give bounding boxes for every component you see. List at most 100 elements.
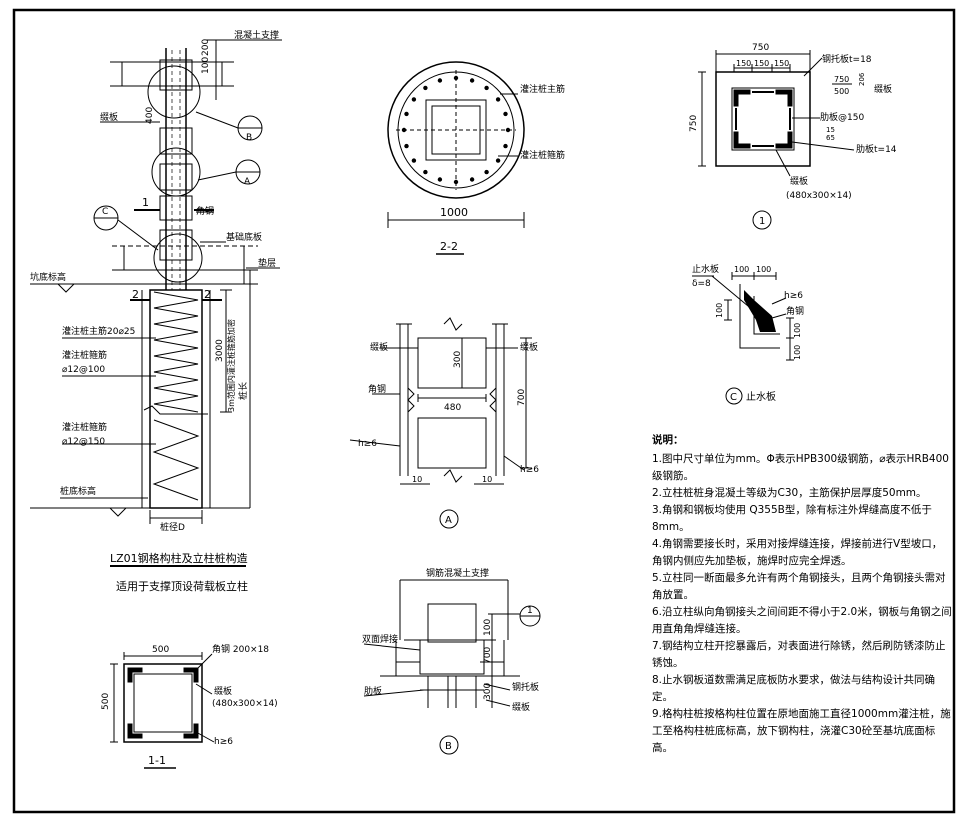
rebar-dot xyxy=(437,177,443,182)
dim-400: 400 xyxy=(145,107,155,124)
db-batten: 缀板 xyxy=(512,701,530,713)
section-1-1 xyxy=(110,652,215,769)
rebar-dot xyxy=(411,97,417,102)
detail-b xyxy=(363,579,541,755)
detail-a-text: 缀板 缀板 角钢 300 480 700 h≥6 h≥6 10 10 A xyxy=(358,341,539,526)
section-mark-2-left: 2 xyxy=(132,288,139,301)
da-dim-10b: 10 xyxy=(482,475,492,484)
dc-plate-t: δ=8 xyxy=(692,279,711,289)
da-title: A xyxy=(445,515,452,526)
label-stirrup-sparse: 灌注桩箍筋 xyxy=(62,421,107,433)
d1-dim-15: 15 xyxy=(826,126,835,134)
db-double-weld: 双面焊接 xyxy=(362,633,398,645)
db-title: B xyxy=(445,741,452,752)
db-callout: 1 xyxy=(527,606,533,616)
s11-weld: h≥6 xyxy=(214,737,233,747)
da-dim-480: 480 xyxy=(444,403,461,413)
note-item: 6.沿立柱纵向角钢接头之间间距不得小于2.0米，钢板与角钢之间用直角角焊缝连接。 xyxy=(652,606,952,635)
detail-c-text: 止水板 δ=8 100 100 h≥6 100 角钢 100 100 C 止水板 xyxy=(692,263,804,403)
label-angle-steel: 角钢 xyxy=(196,205,214,217)
da-dim-10a: 10 xyxy=(412,475,422,484)
column-elevation xyxy=(30,39,282,567)
rebar-dot xyxy=(495,158,501,163)
rebar-dot xyxy=(469,177,475,182)
dim-3000: 3000 xyxy=(215,339,225,362)
dc-plate: 止水板 xyxy=(692,263,719,275)
note-item: 7.钢结构立柱开挖暴露后，对表面进行除锈，然后刷防锈漆防止锈蚀。 xyxy=(652,640,946,669)
s22-stirrup: 灌注桩箍筋 xyxy=(520,149,565,161)
detail-1 xyxy=(698,50,855,230)
db-bracket: 钢托板 xyxy=(512,681,539,693)
label-stirrup-dense: 灌注桩箍筋 xyxy=(62,349,107,361)
callout-a: A xyxy=(244,177,251,187)
da-dim-300: 300 xyxy=(453,351,463,368)
dc-dim-100d: 100 xyxy=(793,323,802,338)
d1-title: 1 xyxy=(759,216,765,227)
d1-dim-150c: 150 xyxy=(774,59,789,68)
da-batten-left: 缀板 xyxy=(370,341,388,353)
da-dim-700: 700 xyxy=(517,389,527,406)
column-elevation-text: 混凝土支撑 100 200 缀板 400 B A C 1 角钢 基础底板 坑底标… xyxy=(30,29,279,593)
label-pile-length: 桩长 xyxy=(237,382,249,400)
db-rib: 肋板 xyxy=(364,685,382,697)
rebar-dot xyxy=(423,85,428,91)
dc-dim-100e: 100 xyxy=(793,345,802,360)
rebar-dot xyxy=(495,97,501,102)
note-item: 2.立柱桩桩身混凝土等级为C30，主筋保护层厚度50mm。 xyxy=(652,487,927,499)
detail-a xyxy=(349,317,532,529)
db-dim-300: 300 xyxy=(483,683,493,700)
d1-dim-65: 65 xyxy=(826,134,835,142)
label-pile-bottom: 桩底标高 xyxy=(60,485,96,497)
note-item: 3.角钢和钢板均使用 Q355B型，除有标注外焊缝高度不低于8mm。 xyxy=(652,504,932,533)
label-concrete-brace: 混凝土支撑 xyxy=(234,29,279,41)
detail-c xyxy=(692,272,794,405)
note-item: 1.图中尺寸单位为mm。Φ表示HPB300级钢筋，⌀表示HRB400级钢筋。 xyxy=(652,453,949,482)
section-2-2 xyxy=(387,61,525,255)
dc-angle: 角钢 xyxy=(786,305,804,317)
s11-angle: 角钢 200×18 xyxy=(212,643,269,655)
note-item: 4.角钢需要接长时，采用对接焊缝连接，焊接前进行V型坡口，角钢内侧应先加垫板，施… xyxy=(652,538,943,567)
d1-dim-750h: 750 xyxy=(689,115,699,132)
detail-1-text: 750 150 150 150 钢托板t=18 750 500 206 缀板 肋… xyxy=(689,43,897,227)
da-angle: 角钢 xyxy=(368,383,386,395)
rebar-dot xyxy=(484,169,489,175)
da-weld-right: h≥6 xyxy=(520,465,539,475)
da-weld-left: h≥6 xyxy=(358,439,377,449)
rebar-dot xyxy=(503,111,508,117)
value-stirrup-sparse: ⌀12@150 xyxy=(62,437,105,447)
section-2-2-text: 灌注桩主筋 灌注桩箍筋 1000 2-2 xyxy=(440,83,565,253)
rebar-dot xyxy=(423,169,428,175)
rebar-dot xyxy=(469,78,475,83)
s11-title: 1-1 xyxy=(148,754,166,767)
rebar-dot xyxy=(404,111,409,117)
note-item: 9.格构柱桩按格构柱位置在原地面施工直径1000mm灌注桩，施工至格构柱桩底标高… xyxy=(652,708,951,754)
s22-main-bar: 灌注桩主筋 xyxy=(520,83,565,95)
notes-heading: 说明： xyxy=(652,434,684,446)
s22-dim-1000: 1000 xyxy=(440,206,468,219)
callout-c: C xyxy=(102,207,108,217)
dc-dim-100c: 100 xyxy=(715,303,724,318)
s11-batten-size: (480x300×14) xyxy=(212,699,278,709)
dim-100: 100 xyxy=(201,57,211,74)
db-brace: 钢筋混凝土支撑 xyxy=(426,567,489,579)
detail-b-text: 钢筋混凝土支撑 双面焊接 肋板 100 700 300 钢托板 缀板 1 B xyxy=(362,567,539,752)
label-base-slab: 基础底板 xyxy=(226,231,262,243)
rebar-dot xyxy=(411,158,417,163)
callout-b: B xyxy=(246,133,252,143)
d1-frac-bot: 500 xyxy=(834,87,849,96)
d1-dim-150b: 150 xyxy=(754,59,769,68)
d1-dim-206: 206 xyxy=(858,72,866,86)
dc-weld: h≥6 xyxy=(784,291,803,301)
d1-rib-t: 肋板t=14 xyxy=(856,143,897,155)
d1-batten2-size: (480x300×14) xyxy=(786,191,852,201)
rebar-dot xyxy=(453,179,459,185)
dc-dim-100a: 100 xyxy=(734,265,749,274)
da-batten-right: 缀板 xyxy=(520,341,538,353)
rebar-dot xyxy=(437,78,443,83)
label-batten: 缀板 xyxy=(100,111,118,123)
s22-title: 2-2 xyxy=(440,240,458,253)
rebar-dot xyxy=(404,143,409,149)
d1-frac-top: 750 xyxy=(834,75,849,84)
dc-title-letter: C xyxy=(730,392,737,403)
